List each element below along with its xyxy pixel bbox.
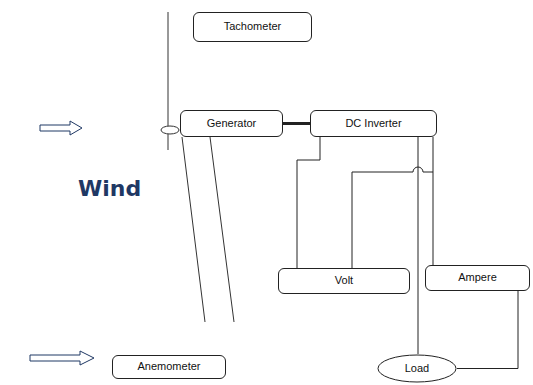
tower-leg xyxy=(182,137,205,322)
ammeter-box: Ampere xyxy=(425,265,530,291)
node-label: Load xyxy=(405,362,429,375)
ellipse-shape xyxy=(378,355,456,382)
generator-box: Generator xyxy=(180,110,283,137)
load-ellipse: Load xyxy=(377,354,457,383)
anemometer-box: Anemometer xyxy=(112,355,226,379)
wind-label: Wind xyxy=(78,176,141,201)
blade xyxy=(168,134,169,150)
tower-leg xyxy=(210,137,234,322)
hub xyxy=(161,126,179,134)
node-label: Anemometer xyxy=(138,360,201,373)
node-label: Ampere xyxy=(458,271,497,284)
tachometer-box: Tachometer xyxy=(193,12,312,42)
wind-arrow xyxy=(40,121,82,135)
wire xyxy=(283,122,310,125)
node-label: Tachometer xyxy=(224,20,281,33)
node-label: DC Inverter xyxy=(345,117,401,130)
wire xyxy=(418,137,419,354)
inverter-box: DC Inverter xyxy=(310,110,437,137)
node-label: Generator xyxy=(207,117,257,130)
wire xyxy=(297,137,320,268)
voltmeter-box: Volt xyxy=(278,268,410,294)
node-label: Volt xyxy=(335,274,353,287)
wind-arrow xyxy=(30,351,94,365)
wire xyxy=(433,137,434,265)
blade xyxy=(168,12,169,126)
volt-wire xyxy=(352,167,433,268)
wire xyxy=(457,291,518,369)
